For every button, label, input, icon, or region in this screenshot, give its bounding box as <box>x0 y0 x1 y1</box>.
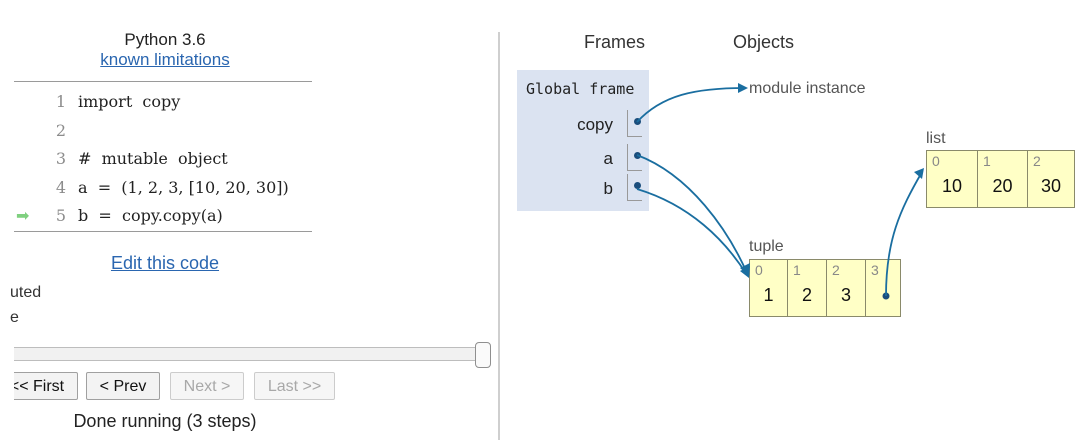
code-line: 3 # mutable object <box>14 145 334 174</box>
tuple-object: 0 1 1 2 2 3 3 <box>749 259 901 317</box>
cell-index: 2 <box>1033 153 1041 169</box>
global-frame: Global frame copy a b <box>517 70 649 211</box>
cell-value: 1 <box>763 285 774 305</box>
cell-value: 20 <box>992 176 1013 196</box>
line-number: 1 <box>55 92 66 111</box>
a-pointer-arrow <box>636 154 748 274</box>
slot-b <box>627 174 642 201</box>
language-label: Python 3.6 <box>124 30 206 49</box>
edit-code-link[interactable]: Edit this code <box>110 253 220 273</box>
cell-value: 10 <box>941 176 963 196</box>
first-button[interactable]: << First <box>14 372 78 400</box>
b-pointer-arrow <box>636 188 748 276</box>
var-b: b <box>603 179 613 198</box>
code-top-rule <box>14 81 312 82</box>
var-copy: copy <box>577 115 613 134</box>
slot-copy <box>627 110 642 137</box>
module-instance-label: module instance <box>749 80 866 97</box>
slider-track <box>14 347 485 361</box>
tuple-cell: 3 <box>866 260 901 316</box>
slider-thumb[interactable] <box>475 342 491 368</box>
last-button[interactable]: Last >> <box>254 372 335 400</box>
slot-a <box>627 144 642 171</box>
code-bottom-rule <box>14 231 312 232</box>
arrowhead-icon <box>738 83 748 93</box>
tuple-cell: 2 3 <box>827 260 866 316</box>
line-number: 3 <box>55 149 66 168</box>
status-text: Done running (3 steps) <box>73 411 257 431</box>
pointer-dot <box>634 152 641 159</box>
var-a: a <box>603 149 613 168</box>
code-line: 4 a = (1, 2, 3, [10, 20, 30]) <box>14 174 334 203</box>
cell-index: 0 <box>755 262 763 278</box>
cell-value: 2 <box>801 285 812 305</box>
global-frame-title: Global frame <box>526 80 635 98</box>
cell-index: 0 <box>932 153 940 169</box>
cell-index: 1 <box>793 262 801 278</box>
panel-divider[interactable] <box>498 32 500 440</box>
known-limitations-link[interactable]: known limitations <box>100 50 230 69</box>
current-line-arrow-icon: ➡ <box>16 206 30 225</box>
first-button-clip: << First <box>14 372 78 400</box>
legend-next: e <box>10 309 19 326</box>
next-button[interactable]: Next > <box>170 372 244 400</box>
pointer-arrows <box>636 83 924 300</box>
line-source: import copy <box>78 92 181 111</box>
list-cell: 2 30 <box>1028 151 1075 207</box>
arrowhead-icon <box>914 168 924 179</box>
legend-executed: uted <box>10 284 42 301</box>
prev-button[interactable]: < Prev <box>86 372 160 400</box>
cell-value: 3 <box>840 285 851 305</box>
tuple-cell: 0 1 <box>750 260 788 316</box>
line-source: # mutable object <box>78 149 228 168</box>
cell-value: 30 <box>1040 176 1062 196</box>
pointer-dot <box>634 118 641 125</box>
list-object: 0 10 1 20 2 30 <box>926 150 1075 208</box>
pointer-dot <box>634 182 641 189</box>
code-line: 1 import copy <box>14 88 334 117</box>
list-cell: 0 10 <box>927 151 978 207</box>
cell-index: 1 <box>983 153 991 169</box>
code-line: 2 <box>14 117 334 146</box>
copy-pointer-arrow <box>636 87 746 123</box>
code-panel: Python 3.6 known limitations 1 import co… <box>0 0 498 440</box>
line-source: a = (1, 2, 3, [10, 20, 30]) <box>78 177 289 197</box>
frames-header: Frames <box>584 32 646 52</box>
line-number: 5 <box>55 206 66 225</box>
line-number: 4 <box>55 177 66 197</box>
line-number: 2 <box>55 120 66 140</box>
list-cell: 1 20 <box>978 151 1028 207</box>
list-label: list <box>926 130 946 147</box>
tuple-label: tuple <box>749 238 784 255</box>
code-listing: 1 import copy 2 3 # mutable object 4 a =… <box>14 88 334 231</box>
code-line: ➡ 5 b = copy.copy(a) <box>14 202 334 231</box>
line-source: b = copy.copy(a) <box>78 206 223 225</box>
visualization-panel: Frames Objects Global frame copy a b mod… <box>500 0 1080 440</box>
cell-index: 2 <box>832 262 840 278</box>
objects-header: Objects <box>733 32 795 52</box>
cell-index: 3 <box>871 262 879 278</box>
tuple-cell: 1 2 <box>788 260 827 316</box>
step-slider[interactable] <box>14 342 491 368</box>
